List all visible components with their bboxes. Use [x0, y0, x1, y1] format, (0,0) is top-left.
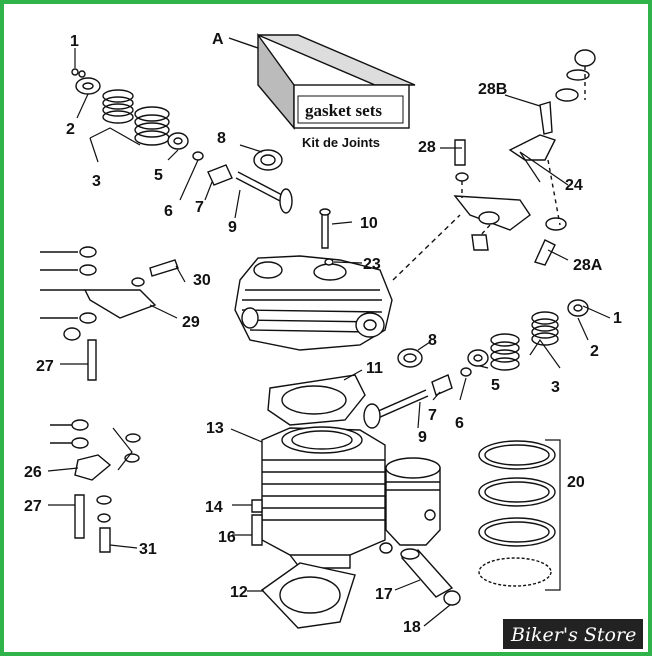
callout-9-top: 9 — [228, 219, 237, 236]
callout-20: 20 — [567, 474, 585, 491]
kit-subtitle: Kit de Joints — [302, 135, 380, 150]
callout-3-right: 3 — [551, 379, 560, 396]
callout-13: 13 — [206, 420, 224, 437]
leader-lines — [47, 48, 611, 627]
exploded-view-diagram: A 1 2 3 5 6 7 8 9 10 23 28 28B 24 28A 30… — [24, 31, 643, 649]
piston-rings — [478, 440, 556, 587]
callout-2-top: 2 — [66, 121, 75, 138]
base-gasket — [260, 562, 356, 629]
callout-27-lower: 27 — [24, 498, 42, 515]
callout-6-right: 6 — [455, 415, 464, 432]
callout-18: 18 — [403, 619, 421, 636]
callout-7-right: 7 — [428, 407, 437, 424]
valve-group-right — [363, 299, 589, 429]
callout-24: 24 — [565, 177, 583, 194]
callout-11: 11 — [366, 360, 383, 377]
callout-12: 12 — [230, 584, 248, 601]
callout-5-right: 5 — [491, 377, 500, 394]
head-gasket — [267, 374, 366, 426]
callout-A: A — [212, 31, 224, 48]
lower-left-bracket-group — [50, 419, 263, 553]
callout-5-top: 5 — [154, 167, 163, 184]
callout-31: 31 — [139, 541, 157, 558]
callout-9-right: 9 — [418, 429, 427, 446]
callout-16: 16 — [218, 529, 236, 546]
callout-1-top: 1 — [70, 33, 79, 50]
wrist-pin — [400, 548, 461, 606]
callout-14: 14 — [205, 499, 223, 516]
callout-28B: 28B — [478, 81, 507, 98]
cylinder-head — [234, 208, 461, 351]
kit-title: gasket sets — [305, 101, 382, 120]
piston — [379, 457, 441, 554]
callout-6-top: 6 — [164, 203, 173, 220]
watermark-text: Biker's Store — [510, 624, 636, 646]
callout-17: 17 — [375, 586, 393, 603]
left-bracket-assembly — [40, 246, 179, 381]
bracket-group-right — [453, 49, 596, 266]
gasket-kit-box — [228, 32, 416, 130]
callout-30: 30 — [193, 272, 211, 289]
callout-8-right: 8 — [428, 332, 437, 349]
callout-7-top: 7 — [195, 199, 204, 216]
callout-8-top: 8 — [217, 130, 226, 147]
callout-3-top: 3 — [92, 173, 101, 190]
callout-1-right: 1 — [613, 310, 622, 327]
watermark-badge: Biker's Store — [503, 619, 643, 649]
callout-28A: 28A — [573, 257, 603, 274]
callout-29: 29 — [182, 314, 200, 331]
callout-2-right: 2 — [590, 343, 599, 360]
callout-26: 26 — [24, 464, 42, 481]
callout-28: 28 — [418, 139, 436, 156]
valve-group-left — [71, 68, 293, 214]
callout-27-upper: 27 — [36, 358, 54, 375]
callout-23: 23 — [363, 256, 381, 273]
cylinder-barrel — [261, 426, 386, 569]
callout-10: 10 — [360, 215, 378, 232]
